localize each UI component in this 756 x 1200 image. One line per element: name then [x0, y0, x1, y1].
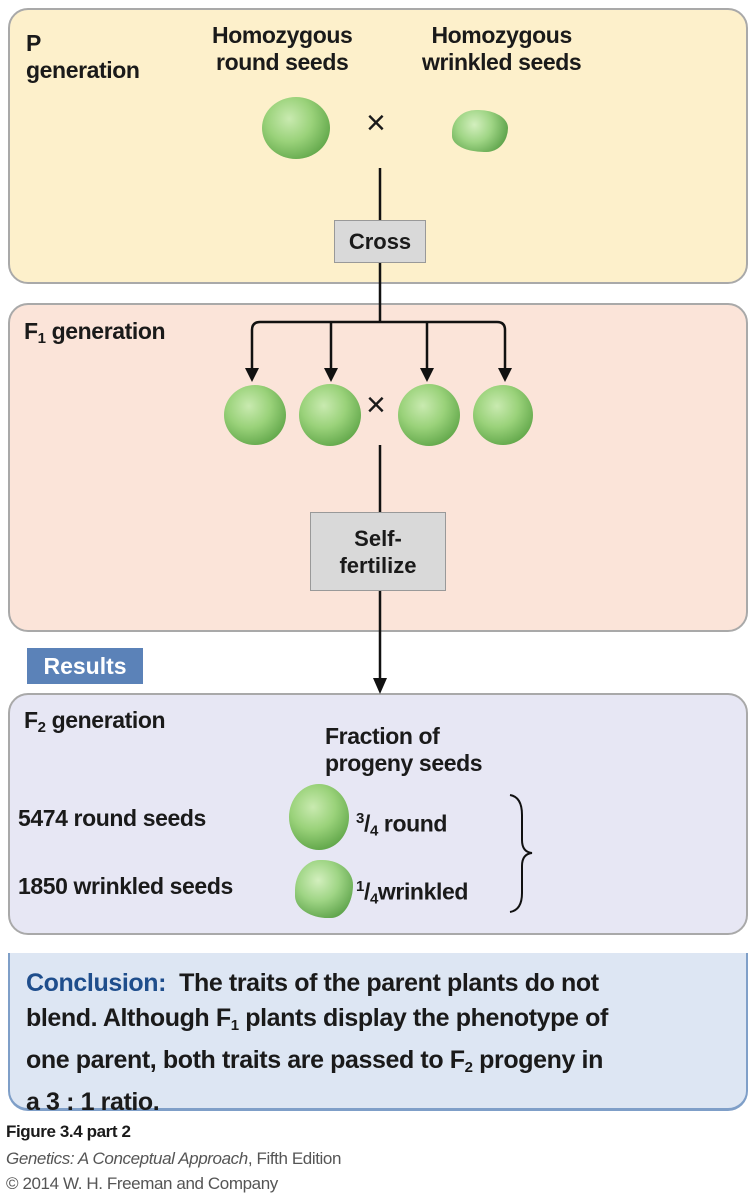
f2-wrinkled-seed: [295, 860, 353, 918]
wrinkled-seed-image: [452, 110, 508, 152]
f1-seed-3: [398, 384, 460, 446]
conclusion-text: Conclusion: The traits of the parent pla…: [26, 969, 608, 1116]
copyright-caption: © 2014 W. H. Freeman and Company: [6, 1174, 278, 1193]
cross-box: Cross: [334, 220, 426, 263]
f1-cross-symbol: ×: [366, 386, 386, 424]
f1-seed-2: [299, 384, 361, 446]
f1-seed-1: [224, 385, 286, 445]
f2-round-seed: [289, 784, 349, 850]
figure-caption: Figure 3.4 part 2: [6, 1122, 131, 1141]
wrinkled-fraction: 1/4wrinkled: [356, 878, 469, 908]
f2-label: F2 generation: [24, 707, 166, 736]
f1-seed-4: [473, 385, 533, 445]
f1-label: F1 generation: [24, 318, 166, 347]
round-fraction: 3/4 round: [356, 810, 448, 840]
round-seed-image: [262, 97, 330, 159]
conclusion-panel: [8, 953, 748, 1111]
wrinkled-count: 1850 wrinkled seeds: [18, 873, 233, 899]
results-label: Results: [27, 648, 143, 684]
book-caption: Genetics: A Conceptual Approach, Fifth E…: [6, 1149, 342, 1168]
round-count: 5474 round seeds: [18, 805, 206, 831]
self-fertilize-box: Self-fertilize: [310, 512, 446, 591]
cross-symbol: ×: [366, 104, 386, 142]
f2-generation-panel: [8, 693, 748, 935]
